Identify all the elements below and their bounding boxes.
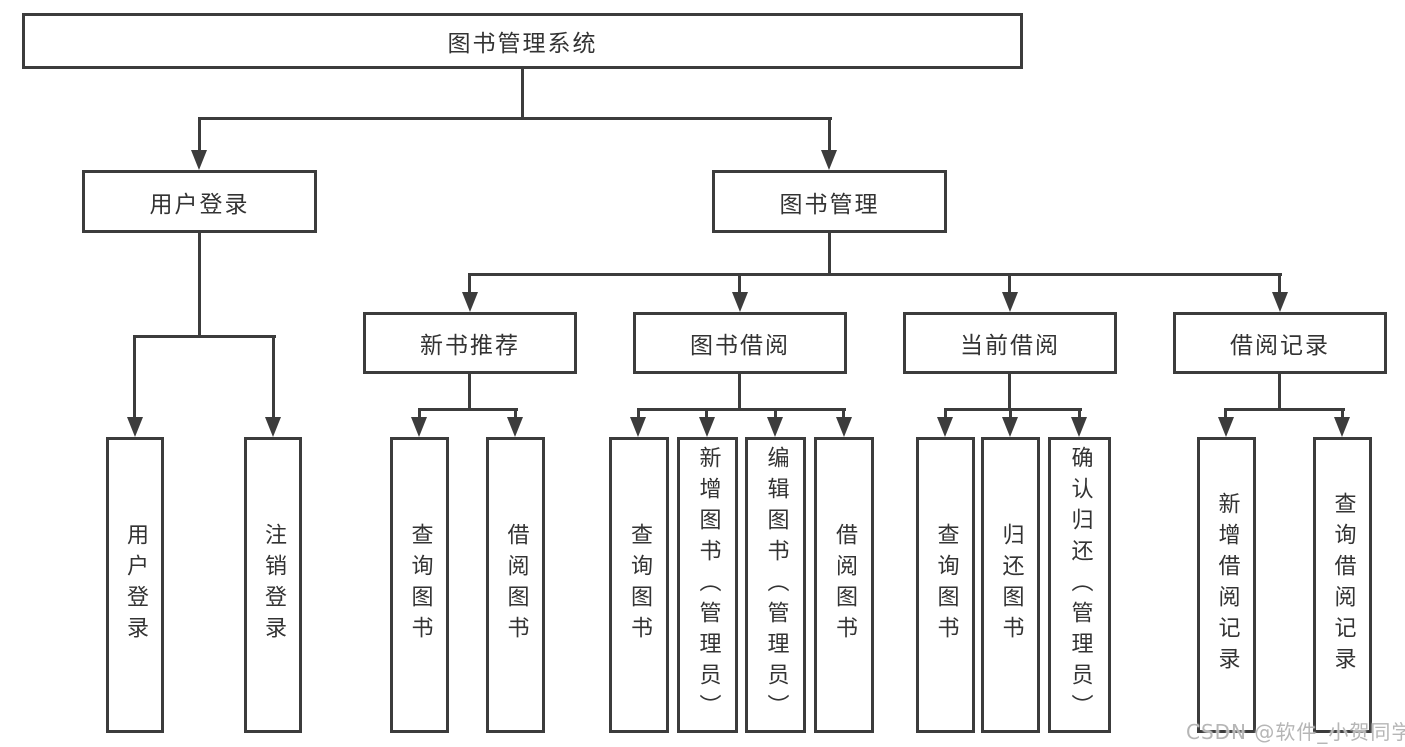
connector-line	[774, 411, 777, 419]
leaf-bookborrow-query-label: 查询图书	[627, 523, 652, 647]
leaf-currentborrow-query: 查询图书	[916, 437, 975, 733]
leaf-records-query: 查询借阅记录	[1313, 437, 1372, 733]
connector-line	[1341, 411, 1344, 419]
leaf-bookborrow-edit-label: 编辑图书（管理员）	[763, 445, 789, 725]
arrowhead-icon	[821, 150, 837, 170]
connector-line	[1078, 411, 1081, 419]
arrowhead-icon	[411, 417, 427, 437]
leaf-logout: 注销登录	[244, 437, 302, 733]
node-current-borrow: 当前借阅	[903, 312, 1117, 374]
node-current-borrow-label: 当前借阅	[960, 333, 1060, 359]
connector-line	[1009, 411, 1012, 419]
connector-line	[1278, 374, 1281, 411]
leaf-currentborrow-return-label: 归还图书	[998, 523, 1024, 647]
connector-line	[198, 117, 832, 120]
node-user-login-label: 用户登录	[149, 191, 250, 218]
leaf-bookborrow-add-label: 新增图书（管理员）	[695, 445, 721, 725]
leaf-bookborrow-borrow: 借阅图书	[814, 437, 874, 733]
connector-line	[1278, 276, 1281, 294]
connector-line	[1224, 408, 1345, 411]
connector-line	[418, 411, 421, 419]
node-book-mgmt: 图书管理	[712, 170, 947, 233]
connector-line	[133, 338, 136, 419]
node-new-books: 新书推荐	[363, 312, 577, 374]
leaf-newbooks-query: 查询图书	[390, 437, 449, 733]
connector-line	[738, 276, 741, 294]
arrowhead-icon	[1002, 417, 1018, 437]
arrowhead-icon	[191, 150, 207, 170]
leaf-logout-label: 注销登录	[261, 523, 286, 647]
leaf-user-login-label: 用户登录	[123, 523, 148, 647]
leaf-records-query-label: 查询借阅记录	[1330, 492, 1356, 678]
connector-line	[521, 69, 524, 120]
connector-line	[198, 233, 201, 338]
leaf-newbooks-query-label: 查询图书	[407, 523, 433, 647]
leaf-currentborrow-return: 归还图书	[981, 437, 1040, 733]
connector-line	[468, 273, 1282, 276]
connector-line	[944, 411, 947, 419]
arrowhead-icon	[732, 292, 748, 312]
arrowhead-icon	[1071, 417, 1087, 437]
connector-line	[418, 408, 518, 411]
leaf-user-login: 用户登录	[106, 437, 164, 733]
connector-line	[705, 411, 708, 419]
node-book-borrow-label: 图书借阅	[690, 333, 790, 359]
arrowhead-icon	[127, 417, 143, 437]
arrowhead-icon	[1272, 292, 1288, 312]
arrowhead-icon	[1002, 292, 1018, 312]
leaf-bookborrow-query: 查询图书	[609, 437, 669, 733]
arrowhead-icon	[265, 417, 281, 437]
connector-line	[468, 374, 471, 411]
connector-line	[828, 232, 831, 276]
connector-line	[637, 411, 640, 419]
node-book-borrow: 图书借阅	[633, 312, 847, 374]
connector-line	[514, 411, 517, 419]
connector-line	[944, 408, 1082, 411]
leaf-bookborrow-edit: 编辑图书（管理员）	[745, 437, 806, 733]
arrowhead-icon	[1334, 417, 1350, 437]
arrowhead-icon	[836, 417, 852, 437]
arrowhead-icon	[767, 417, 783, 437]
node-book-mgmt-label: 图书管理	[779, 191, 880, 218]
leaf-currentborrow-confirm: 确认归还（管理员）	[1048, 437, 1111, 733]
node-borrow-records: 借阅记录	[1173, 312, 1387, 374]
leaf-bookborrow-borrow-label: 借阅图书	[832, 523, 857, 647]
arrowhead-icon	[507, 417, 523, 437]
leaf-currentborrow-confirm-label: 确认归还（管理员）	[1067, 445, 1093, 725]
connector-line	[1224, 411, 1227, 419]
node-root: 图书管理系统	[22, 13, 1023, 69]
connector-line	[1008, 374, 1011, 411]
connector-line	[738, 374, 741, 411]
leaf-newbooks-borrow-label: 借阅图书	[503, 523, 529, 647]
node-new-books-label: 新书推荐	[420, 333, 520, 359]
leaf-bookborrow-add: 新增图书（管理员）	[677, 437, 738, 733]
leaf-newbooks-borrow: 借阅图书	[486, 437, 545, 733]
node-root-label: 图书管理系统	[447, 31, 598, 57]
node-user-login: 用户登录	[82, 170, 317, 233]
connector-line	[842, 411, 845, 419]
connector-line	[133, 335, 276, 338]
arrowhead-icon	[1218, 417, 1234, 437]
connector-line	[1008, 276, 1011, 294]
watermark: CSDN @软件_小贺同学	[1186, 720, 1405, 744]
connector-line	[272, 338, 275, 419]
leaf-currentborrow-query-label: 查询图书	[933, 523, 959, 647]
connector-line	[637, 408, 846, 411]
leaf-records-add-label: 新增借阅记录	[1214, 492, 1240, 678]
arrowhead-icon	[699, 417, 715, 437]
connector-line	[468, 276, 471, 294]
arrowhead-icon	[462, 292, 478, 312]
connector-line	[198, 120, 201, 152]
arrowhead-icon	[630, 417, 646, 437]
leaf-records-add: 新增借阅记录	[1197, 437, 1256, 733]
connector-line	[828, 120, 831, 152]
arrowhead-icon	[937, 417, 953, 437]
node-borrow-records-label: 借阅记录	[1230, 333, 1330, 359]
